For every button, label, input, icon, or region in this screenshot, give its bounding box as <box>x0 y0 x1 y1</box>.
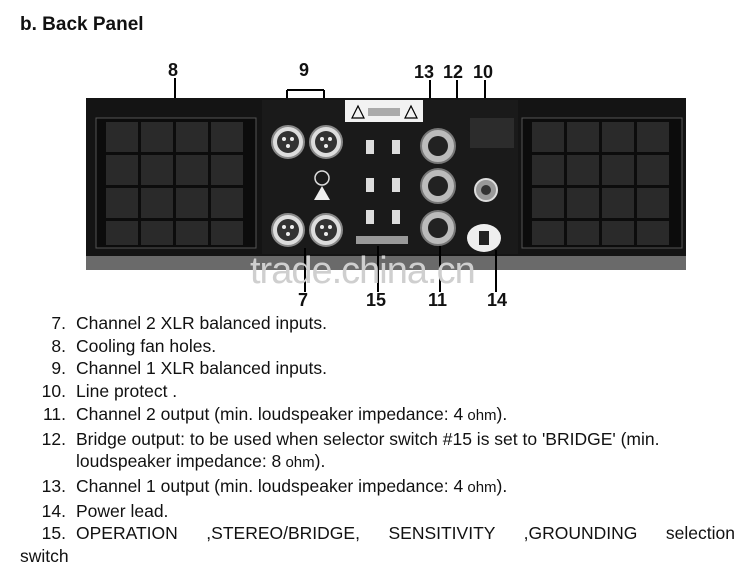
callout-15: 15 <box>366 290 387 310</box>
page-heading: b. Back Panel <box>20 14 144 35</box>
warning-triangle-icon <box>314 186 330 200</box>
list-item: 9. Channel 1 XLR balanced inputs. <box>20 357 735 380</box>
right-fan-grille <box>521 117 683 249</box>
item-number: 11. <box>42 403 66 424</box>
xlr-input-bottom-left <box>271 213 305 247</box>
item-unit: ohm <box>463 406 497 424</box>
list-item-continuation: loudspeaker impedance: 8 ohm). <box>20 450 735 475</box>
callout-9: 9 <box>299 60 310 80</box>
callout-7: 7 <box>298 290 309 310</box>
list-item: 12. Bridge output: to be used when selec… <box>20 428 735 451</box>
list-item: 14. Power lead. <box>20 500 735 523</box>
power-lead-socket <box>467 224 501 252</box>
item-number: 7. <box>51 313 66 333</box>
speakon-output-bottom <box>420 210 456 246</box>
list-item: 8. Cooling fan holes. <box>20 335 735 358</box>
item-number: 15. <box>41 523 66 544</box>
list-item: 13. Channel 1 output (min. loudspeaker i… <box>20 475 735 500</box>
item-number: 13. <box>41 475 66 496</box>
legend-list: 7. Channel 2 XLR balanced inputs. 8. Coo… <box>20 312 735 568</box>
item-number: 14. <box>41 500 66 521</box>
list-item: 11. Channel 2 output (min. loudspeaker i… <box>20 403 735 428</box>
caution-triangle-icon <box>351 104 365 119</box>
item-text-wrap: loudspeaker impedance: 8 ohm). <box>66 451 325 471</box>
item-text: Channel 2 XLR balanced inputs. <box>76 313 328 333</box>
ground-symbol-icon <box>314 170 330 186</box>
callout-12: 12 <box>443 62 464 82</box>
list-item-continuation: switch <box>20 546 69 567</box>
item-tail: ). <box>496 403 508 424</box>
callout-8: 8 <box>168 60 179 80</box>
spec-label <box>470 118 514 148</box>
back-panel-figure: 8 9 13 12 10 7 15 11 14 trade.china.cn <box>86 60 686 310</box>
speakon-output-middle <box>420 168 456 204</box>
item-text: Line protect . <box>76 381 178 402</box>
selector-switches <box>356 140 408 244</box>
xlr-input-top-left <box>271 125 305 159</box>
item-number: 10. <box>41 381 66 402</box>
item-number: 9. <box>51 358 66 379</box>
callout-13: 13 <box>414 62 435 82</box>
speakon-output-top <box>420 128 456 164</box>
item-text-wrap: Channel 2 output (min. loudspeaker imped… <box>66 403 735 428</box>
item-text: Cooling fan holes. <box>76 335 217 356</box>
item-text: Bridge output: to be used when selector … <box>76 428 660 449</box>
item-text: Channel 2 output (min. loudspeaker imped… <box>76 403 464 424</box>
chassis-bottom-edge <box>86 256 686 270</box>
list-item: 15. OPERATION ,STEREO/BRIDGE, SENSITIVIT… <box>20 522 735 545</box>
item-unit: ohm <box>281 454 315 472</box>
item-text: Channel 1 output (min. loudspeaker imped… <box>76 475 464 496</box>
watermark: trade.china.cn <box>250 250 476 292</box>
item-text: OPERATION ,STEREO/BRIDGE, SENSITIVITY ,G… <box>76 523 735 544</box>
back-panel-drawing <box>86 78 686 292</box>
xlr-input-bottom-right <box>309 213 343 247</box>
list-item: 7. Channel 2 XLR balanced inputs. <box>20 312 735 335</box>
item-text-wrap: Channel 1 output (min. loudspeaker imped… <box>66 475 735 500</box>
list-item: 10. Line protect . <box>20 380 735 403</box>
xlr-input-top-right <box>309 125 343 159</box>
item-tail: ). <box>314 451 326 472</box>
callout-11: 11 <box>428 290 448 310</box>
item-text-cont: loudspeaker impedance: 8 <box>76 451 282 472</box>
item-tail: ). <box>496 475 508 496</box>
line-protect-fuse <box>474 178 498 202</box>
callout-10: 10 <box>473 62 494 82</box>
callout-14: 14 <box>487 290 508 310</box>
item-unit: ohm <box>463 478 497 496</box>
item-text: Power lead. <box>76 500 169 521</box>
item-number: 12. <box>41 428 66 449</box>
left-fan-grille <box>95 117 257 249</box>
item-text: Channel 1 XLR balanced inputs. <box>76 358 328 379</box>
caution-triangle-icon-2 <box>404 104 418 119</box>
item-number: 8. <box>51 335 66 356</box>
